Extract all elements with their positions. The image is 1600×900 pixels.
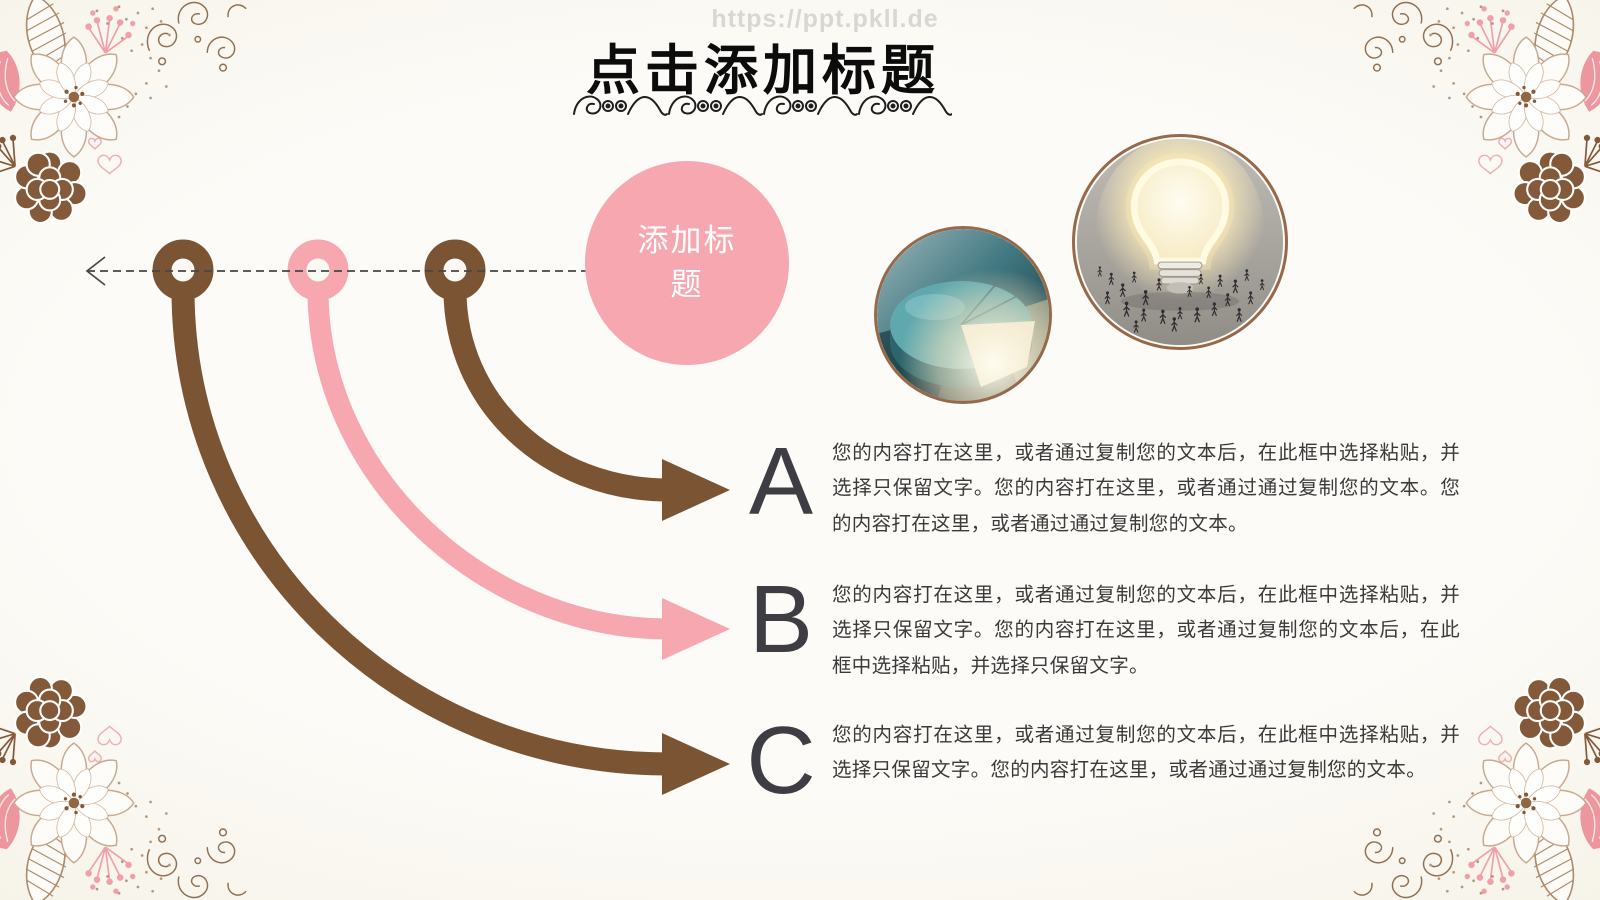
timeline-node-1 bbox=[152, 239, 214, 301]
item-letter-b: B bbox=[748, 566, 814, 673]
lightbulb-illustration bbox=[1076, 138, 1284, 346]
item-letter-a: A bbox=[748, 428, 814, 535]
curved-arrow-a bbox=[443, 289, 669, 502]
timeline-node-2 bbox=[287, 239, 349, 301]
curved-arrow-c bbox=[171, 289, 669, 776]
add-title-text-line2: 题 bbox=[670, 267, 704, 302]
dashed-axis-arrowhead bbox=[85, 256, 106, 286]
arrowhead-b bbox=[662, 598, 730, 660]
item-text-a[interactable]: 您的内容打在这里，或者通过复制您的文本后，在此框中选择粘贴，并选择只保留文字。您… bbox=[832, 442, 1460, 535]
arrowhead-c bbox=[662, 733, 730, 795]
timeline-node-3 bbox=[424, 239, 486, 301]
add-title-text-line1: 添加标 bbox=[637, 222, 737, 258]
item-letter-c: C bbox=[746, 707, 816, 814]
watermark-url: https://ppt.pkll.de bbox=[711, 5, 939, 33]
pie-chart-illustration bbox=[877, 229, 1049, 401]
ornamental-divider bbox=[573, 95, 952, 116]
slide-title-placeholder[interactable]: 点击添加标题 bbox=[586, 41, 940, 101]
pie-chart-photo[interactable] bbox=[874, 226, 1052, 404]
add-title-circle[interactable]: 添加标 题 bbox=[585, 161, 789, 365]
lightbulb-photo[interactable] bbox=[1072, 134, 1288, 350]
scrollwork bbox=[573, 95, 952, 116]
item-text-b[interactable]: 您的内容打在这里，或者通过复制您的文本后，在此框中选择粘贴，并选择只保留文字。您… bbox=[832, 584, 1460, 677]
curved-arrow-b bbox=[307, 289, 669, 640]
arrowhead-a bbox=[662, 459, 730, 521]
item-text-c[interactable]: 您的内容打在这里，或者通过复制您的文本后，在此框中选择粘贴，并选择只保留文字。您… bbox=[832, 724, 1460, 782]
